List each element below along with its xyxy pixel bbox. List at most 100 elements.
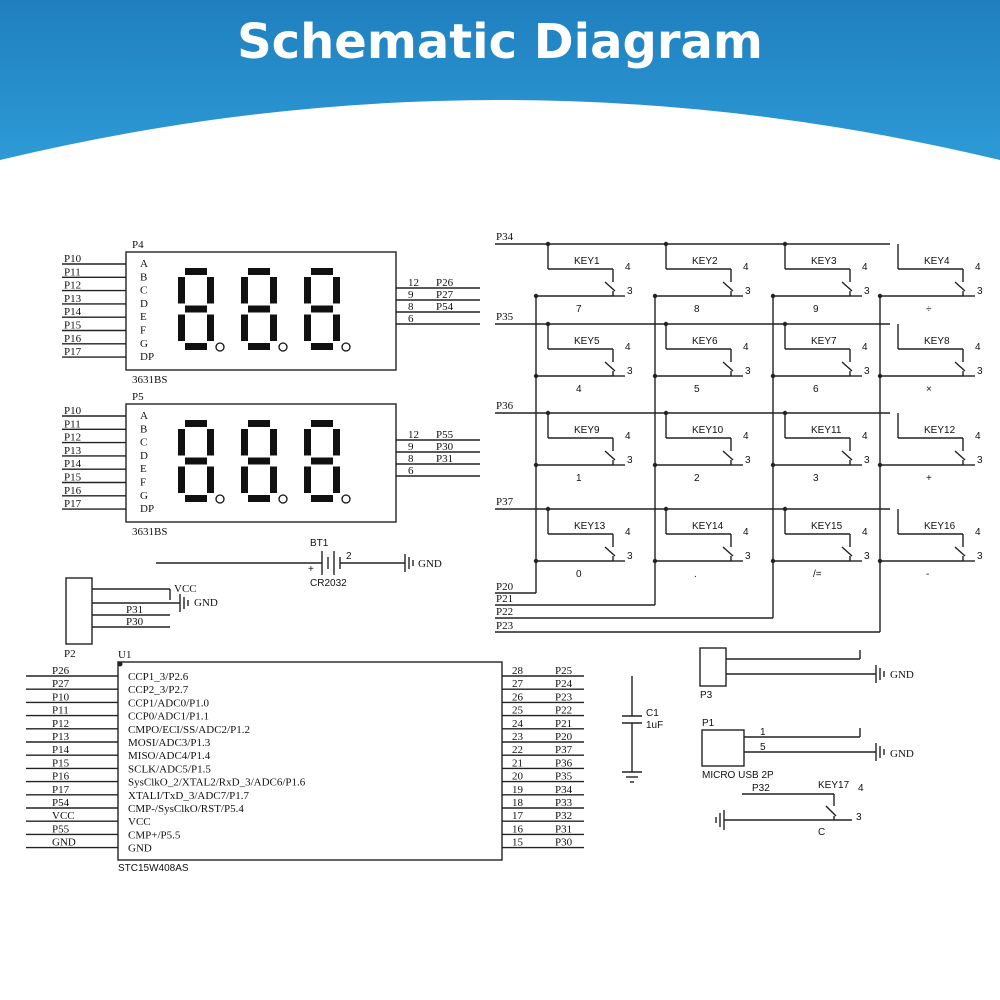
segment bbox=[270, 277, 277, 304]
pin-number: 3 bbox=[864, 455, 870, 466]
segment bbox=[270, 466, 277, 493]
pin-number: 8 bbox=[408, 453, 414, 465]
key-ref: KEY14 bbox=[692, 521, 724, 532]
segment bbox=[207, 429, 214, 456]
segment bbox=[304, 277, 311, 304]
pin-net-label: P54 bbox=[52, 797, 70, 809]
row-net-label: P34 bbox=[496, 231, 514, 243]
segment bbox=[311, 343, 333, 350]
segment bbox=[178, 314, 185, 341]
segment bbox=[248, 305, 270, 313]
pin-net-label: VCC bbox=[52, 810, 75, 822]
segment bbox=[248, 343, 270, 350]
pin-net-label: P30 bbox=[555, 837, 573, 849]
segment-letter: A bbox=[140, 258, 148, 270]
key-label: . bbox=[694, 569, 697, 580]
switch-contact bbox=[604, 281, 616, 292]
pin-net-label: P17 bbox=[64, 498, 82, 510]
battery-pin-number: 2 bbox=[346, 551, 352, 562]
segment bbox=[241, 429, 248, 456]
mcu-u1-body bbox=[117, 661, 503, 861]
junction-dot bbox=[533, 373, 539, 379]
switch-ref: KEY17 bbox=[818, 780, 850, 791]
pin-net-label: P14 bbox=[64, 458, 82, 470]
segment bbox=[304, 466, 311, 493]
pin-number: 4 bbox=[743, 342, 749, 353]
key-ref: KEY8 bbox=[924, 336, 950, 347]
switch-contact bbox=[954, 361, 966, 372]
segment bbox=[304, 429, 311, 456]
switch-contact bbox=[722, 450, 734, 461]
junction-dot bbox=[877, 293, 883, 299]
mcu-pin-function: CCP2_3/P2.7 bbox=[128, 684, 189, 696]
segment-letter: D bbox=[140, 298, 148, 310]
segment bbox=[185, 420, 207, 427]
pin-net-label: P55 bbox=[436, 429, 454, 441]
pin-number: 19 bbox=[512, 784, 524, 796]
pin-net-label: P21 bbox=[555, 718, 572, 730]
segment-letter: E bbox=[140, 311, 147, 323]
segment-letter: E bbox=[140, 463, 147, 475]
connector-ref: P3 bbox=[700, 690, 713, 701]
pin-number: 4 bbox=[975, 342, 981, 353]
segment-letter: C bbox=[140, 437, 147, 449]
junction-dot bbox=[770, 293, 776, 299]
segment bbox=[207, 466, 214, 493]
col-net-label: P20 bbox=[496, 581, 514, 593]
pin-number: 8 bbox=[408, 301, 414, 313]
pin-number: 3 bbox=[627, 551, 633, 562]
pin-number: 4 bbox=[625, 262, 631, 273]
pin-net-label: P36 bbox=[555, 757, 573, 769]
segment bbox=[248, 420, 270, 427]
page-title: Schematic Diagram bbox=[237, 14, 763, 70]
junction-dot bbox=[533, 462, 539, 468]
segment-letter: B bbox=[140, 271, 147, 283]
pin-number: 3 bbox=[627, 455, 633, 466]
display-ref: P5 bbox=[132, 391, 144, 403]
pin-number: 1 bbox=[760, 727, 766, 738]
pin-number: 12 bbox=[408, 277, 419, 289]
decimal-point bbox=[278, 494, 288, 504]
segment bbox=[333, 429, 340, 456]
key-label: 8 bbox=[694, 304, 700, 315]
mcu-pin-function: GND bbox=[128, 843, 152, 855]
pin-number: 4 bbox=[743, 431, 749, 442]
pin-net-label: P26 bbox=[52, 665, 70, 677]
battery-part: CR2032 bbox=[310, 578, 347, 589]
pin-number: 4 bbox=[975, 431, 981, 442]
key-ref: KEY4 bbox=[924, 256, 950, 267]
pin-net-label: P16 bbox=[52, 771, 70, 783]
pin-number: 15 bbox=[512, 837, 524, 849]
segment bbox=[248, 457, 270, 465]
switch-contact bbox=[954, 450, 966, 461]
micro-usb-body bbox=[701, 729, 745, 767]
segment bbox=[248, 495, 270, 502]
segment bbox=[311, 305, 333, 313]
pin-number: 4 bbox=[625, 342, 631, 353]
pin-number: 18 bbox=[512, 797, 524, 809]
pin-net-label: P13 bbox=[64, 445, 82, 457]
pin-net-label: P15 bbox=[52, 757, 70, 769]
pin-net-label: P26 bbox=[436, 277, 454, 289]
segment bbox=[178, 466, 185, 493]
segment-letter: A bbox=[140, 410, 148, 422]
key-ref: KEY3 bbox=[811, 256, 837, 267]
pin-net-label: P16 bbox=[64, 333, 82, 345]
switch-contact bbox=[722, 546, 734, 557]
ground-label: GND bbox=[194, 597, 218, 609]
switch-contact bbox=[604, 546, 616, 557]
pin-net-label: P31 bbox=[555, 823, 572, 835]
pin-net-label: VCC bbox=[174, 583, 197, 595]
pin-net-label: P10 bbox=[64, 253, 82, 265]
ground-label: GND bbox=[890, 748, 914, 760]
pin-net-label: P30 bbox=[436, 441, 454, 453]
switch-contact bbox=[604, 361, 616, 372]
segment bbox=[241, 466, 248, 493]
key-label: 7 bbox=[576, 304, 582, 315]
pin-number: 4 bbox=[625, 527, 631, 538]
pin-net-label: P17 bbox=[52, 784, 70, 796]
pin-net-label: P31 bbox=[126, 604, 143, 616]
pin-net-label: GND bbox=[52, 837, 76, 849]
pin-net-label: P54 bbox=[436, 301, 454, 313]
pin-net-label: P34 bbox=[555, 784, 573, 796]
